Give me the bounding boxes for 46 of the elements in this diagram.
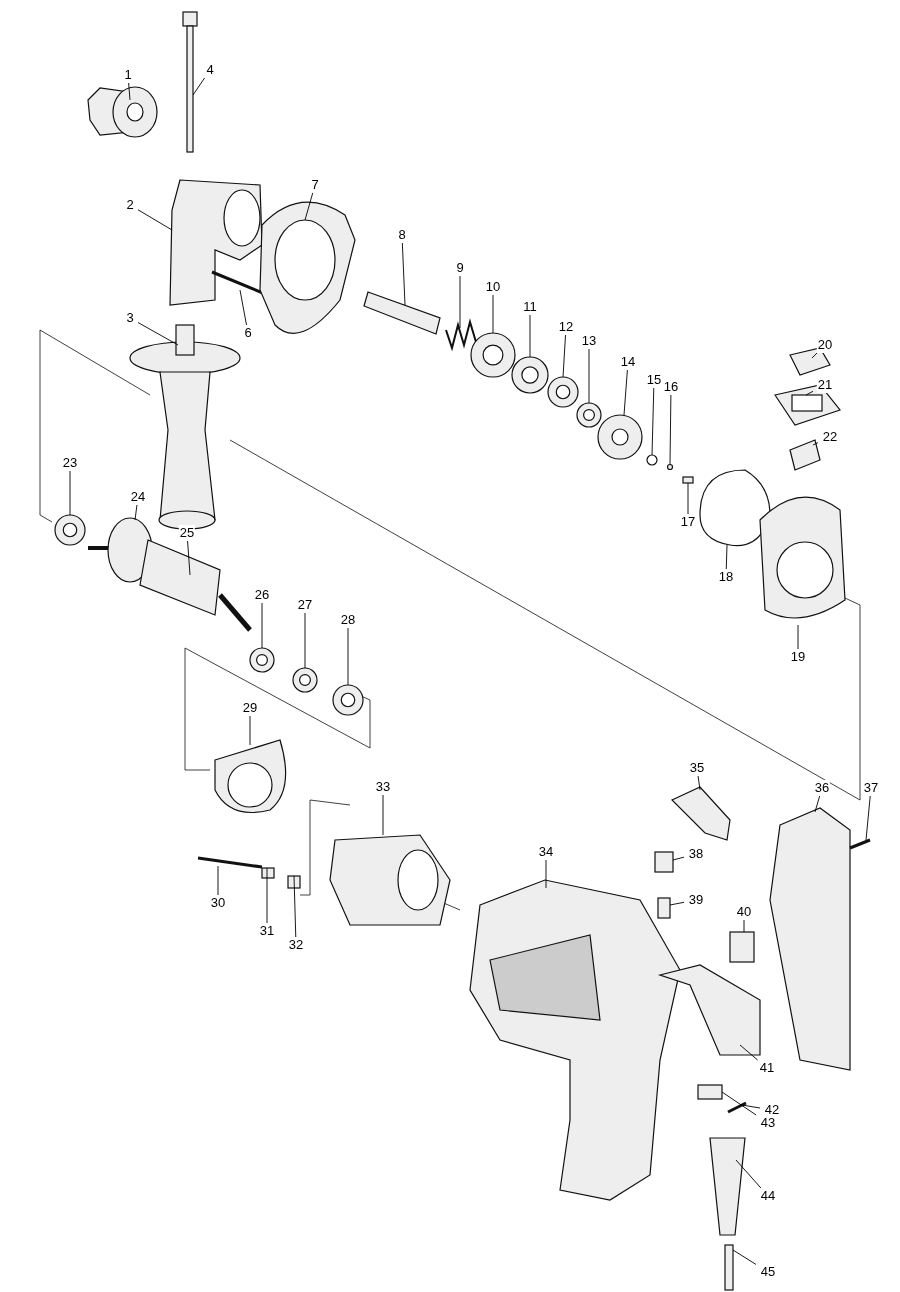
callout-number: 20 bbox=[816, 337, 834, 353]
leader-line bbox=[562, 334, 566, 378]
leader-line bbox=[623, 369, 628, 416]
leader-line bbox=[814, 795, 821, 813]
leader-line bbox=[805, 390, 814, 396]
leader-line bbox=[725, 544, 728, 570]
leader-line bbox=[743, 919, 745, 933]
leader-line bbox=[697, 775, 701, 791]
leader-line bbox=[732, 1249, 757, 1265]
leader-line bbox=[687, 482, 689, 515]
leader-line bbox=[304, 192, 314, 221]
leader-line bbox=[865, 795, 871, 841]
leader-line bbox=[669, 901, 685, 906]
leader-line bbox=[266, 867, 268, 924]
leader-line bbox=[401, 242, 406, 306]
leader-line bbox=[137, 209, 173, 231]
leader-line bbox=[347, 627, 349, 686]
leader-line bbox=[304, 612, 306, 669]
leader-line bbox=[672, 856, 685, 861]
leader-line bbox=[261, 602, 263, 649]
leader-line bbox=[651, 387, 655, 456]
leader-line bbox=[588, 348, 590, 404]
leader-line bbox=[239, 289, 247, 326]
leader-line bbox=[812, 442, 819, 446]
leader-line bbox=[739, 1044, 759, 1061]
leader-line bbox=[811, 352, 818, 359]
leader-line bbox=[217, 865, 219, 896]
leader-line bbox=[797, 624, 799, 650]
leader-line bbox=[492, 294, 494, 334]
callout-number: 21 bbox=[816, 377, 834, 393]
leader-line bbox=[382, 794, 384, 836]
leader-line bbox=[459, 275, 461, 329]
leader-line bbox=[128, 82, 131, 101]
leader-line bbox=[249, 715, 251, 746]
leader-line bbox=[735, 1159, 762, 1189]
leader-line bbox=[187, 540, 191, 576]
leader-line bbox=[545, 859, 547, 889]
leader-line bbox=[529, 314, 531, 358]
leader-line bbox=[721, 1091, 757, 1116]
leader-line bbox=[137, 322, 179, 346]
leader-line bbox=[669, 394, 672, 465]
leader-line bbox=[293, 875, 297, 938]
leader-line bbox=[741, 1104, 761, 1109]
leader-line bbox=[69, 470, 71, 516]
leader-line bbox=[134, 504, 138, 521]
leader-line bbox=[192, 77, 205, 96]
